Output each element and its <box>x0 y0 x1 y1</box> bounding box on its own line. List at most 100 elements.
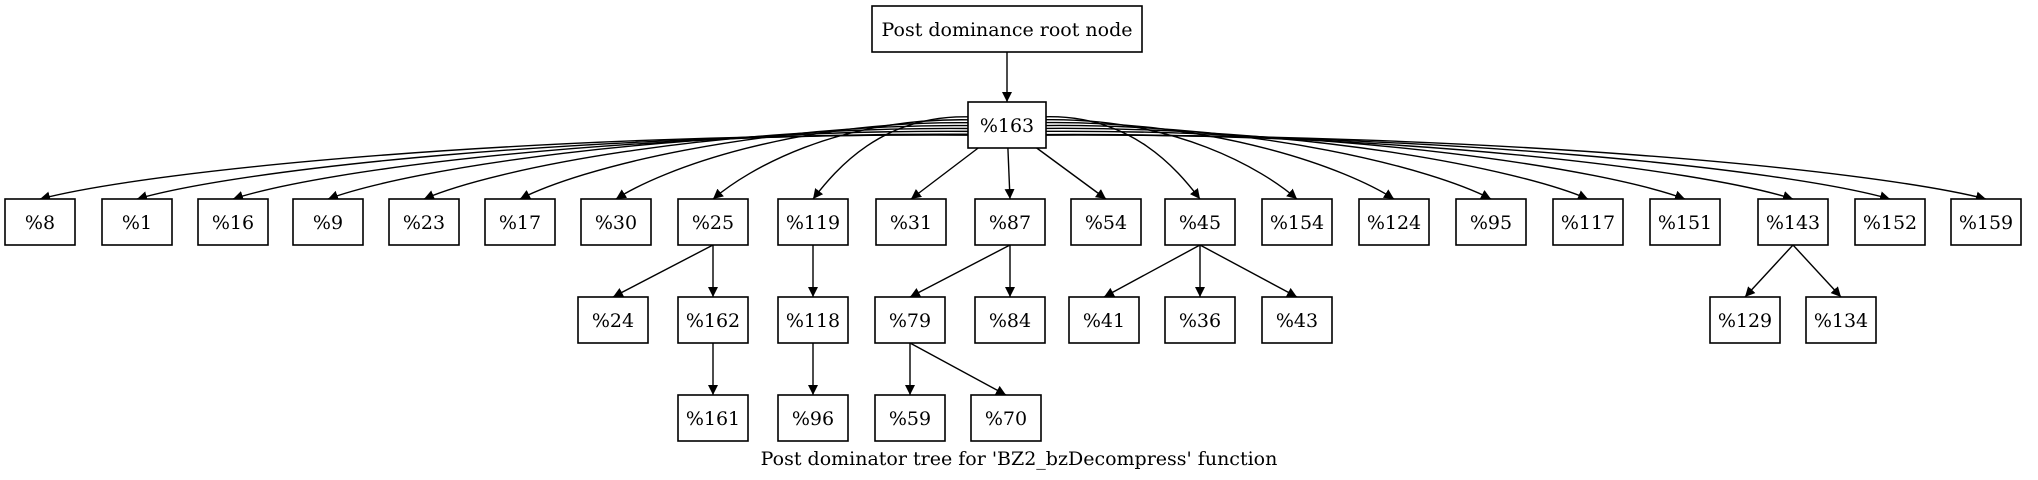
tree-node-n9: %9 <box>292 198 364 246</box>
node-box <box>677 296 749 344</box>
edge-n163-n9 <box>327 130 970 201</box>
node-label: %54 <box>1085 212 1127 234</box>
node-box <box>292 198 364 246</box>
node-label: %162 <box>686 310 740 332</box>
tree-node-n119: %119 <box>777 198 849 246</box>
node-label: %25 <box>692 212 734 234</box>
edge-n163-n45 <box>1044 116 1201 200</box>
node-box <box>777 394 849 442</box>
node-box <box>967 101 1047 149</box>
node-box <box>677 198 749 246</box>
node-label: %159 <box>1959 212 2013 234</box>
nodes-layer: Post dominance root node%163%8%1%16%9%23… <box>4 5 2022 442</box>
tree-node-n134: %134 <box>1805 296 1877 344</box>
tree-node-n23: %23 <box>388 198 460 246</box>
node-label: %96 <box>792 408 834 430</box>
node-box <box>1649 198 1721 246</box>
tree-node-n79: %79 <box>874 296 946 344</box>
node-box <box>101 198 173 246</box>
node-label: %59 <box>889 408 931 430</box>
node-label: %45 <box>1179 212 1221 234</box>
node-box <box>677 394 749 442</box>
node-box <box>1261 296 1333 344</box>
node-box <box>874 296 946 344</box>
tree-node-n17: %17 <box>484 198 556 246</box>
node-label: %36 <box>1179 310 1221 332</box>
node-box <box>484 198 556 246</box>
node-label: %163 <box>980 115 1034 137</box>
edge-n45-n41 <box>1103 244 1201 298</box>
node-label: %8 <box>25 212 55 234</box>
tree-node-n8: %8 <box>4 198 76 246</box>
node-label: %79 <box>889 310 931 332</box>
node-label: %23 <box>403 212 445 234</box>
tree-node-n154: %154 <box>1261 198 1333 246</box>
node-box <box>1070 198 1142 246</box>
node-label: %24 <box>592 310 634 332</box>
tree-node-n143: %143 <box>1757 198 1829 246</box>
tree-node-n95: %95 <box>1455 198 1527 246</box>
edge-n163-n16 <box>232 133 970 201</box>
tree-node-n41: %41 <box>1068 296 1140 344</box>
node-box <box>1854 198 1926 246</box>
node-box <box>1552 198 1624 246</box>
tree-node-n43: %43 <box>1261 296 1333 344</box>
node-box <box>875 198 947 246</box>
node-label: %95 <box>1470 212 1512 234</box>
node-label: %1 <box>122 212 152 234</box>
edge-n163-n117 <box>1044 127 1589 200</box>
tree-node-n30: %30 <box>580 198 652 246</box>
tree-node-n45: %45 <box>1164 198 1236 246</box>
tree-node-n25: %25 <box>677 198 749 246</box>
edge-n163-n159 <box>1044 134 1987 202</box>
node-label: %151 <box>1658 212 1712 234</box>
node-label: %152 <box>1863 212 1917 234</box>
node-label: %43 <box>1276 310 1318 332</box>
node-box <box>974 296 1046 344</box>
node-label: %154 <box>1270 212 1324 234</box>
node-label: %87 <box>989 212 1031 234</box>
edge-n87-n79 <box>909 244 1011 298</box>
node-label: %84 <box>989 310 1031 332</box>
edge-n163-n119 <box>812 116 970 200</box>
node-label: %41 <box>1083 310 1125 332</box>
edge-n143-n134 <box>1792 244 1842 298</box>
edges-layer <box>39 52 1987 396</box>
edge-n45-n43 <box>1199 244 1298 298</box>
tree-node-n161: %161 <box>677 394 749 442</box>
node-label: %124 <box>1367 212 1421 234</box>
node-box <box>974 198 1046 246</box>
node-box <box>1261 198 1333 246</box>
node-label: %119 <box>786 212 840 234</box>
edge-n163-n87 <box>1004 147 1015 200</box>
tree-node-n124: %124 <box>1358 198 1430 246</box>
node-label: %134 <box>1814 310 1868 332</box>
tree-node-n151: %151 <box>1649 198 1721 246</box>
node-box <box>874 394 946 442</box>
node-box <box>871 5 1143 53</box>
node-label: %9 <box>313 212 343 234</box>
tree-node-n159: %159 <box>1950 198 2022 246</box>
node-label: %143 <box>1766 212 1820 234</box>
edge-n163-n17 <box>519 124 970 200</box>
tree-node-n84: %84 <box>974 296 1046 344</box>
node-box <box>1805 296 1877 344</box>
edge-n163-n95 <box>1044 124 1492 200</box>
tree-node-n54: %54 <box>1070 198 1142 246</box>
diagram-caption: Post dominator tree for 'BZ2_bzDecompres… <box>761 448 1278 470</box>
node-label: %161 <box>686 408 740 430</box>
node-label: %70 <box>985 408 1027 430</box>
node-box <box>1709 296 1781 344</box>
tree-node-n152: %152 <box>1854 198 1926 246</box>
tree-node-n59: %59 <box>874 394 946 442</box>
tree-node-n16: %16 <box>197 198 269 246</box>
edge-n79-n70 <box>909 342 1007 396</box>
edge-n163-n154 <box>1044 118 1298 200</box>
tree-node-n24: %24 <box>577 296 649 344</box>
node-label: %31 <box>890 212 932 234</box>
node-box <box>1164 198 1236 246</box>
node-label: %17 <box>499 212 541 234</box>
node-box <box>580 198 652 246</box>
tree-node-n87: %87 <box>974 198 1046 246</box>
